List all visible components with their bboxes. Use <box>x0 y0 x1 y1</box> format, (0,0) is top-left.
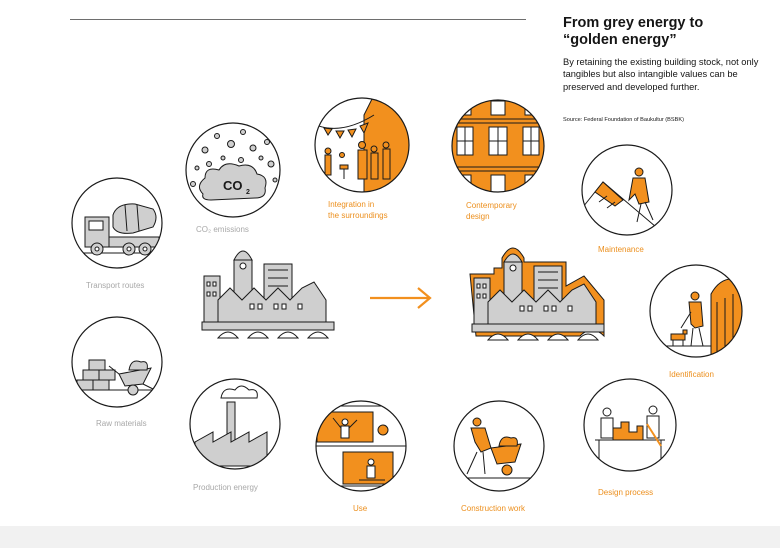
label-use: Use <box>353 504 368 513</box>
wheelbarrow-bricks-icon <box>71 316 163 408</box>
arrow-right-icon <box>370 287 432 309</box>
facade-icon <box>451 99 545 193</box>
diagram-title: From grey energy to “golden energy” <box>563 15 704 48</box>
label-transport-routes: Transport routes <box>86 281 145 290</box>
source-note: Source: Federal Foundation of Baukultur … <box>563 117 684 123</box>
factory-icon <box>189 378 281 470</box>
label-identification: Identification <box>669 370 714 379</box>
label-co2-emissions: CO₂ emissions <box>196 225 249 234</box>
person-dog-icon <box>649 264 743 358</box>
co2-cloud-text: CO <box>223 178 243 193</box>
label-raw-materials: Raw materials <box>96 419 147 428</box>
label-design-process: Design process <box>598 488 654 497</box>
label-integration-line2: the surroundings <box>328 211 388 220</box>
label-maintenance: Maintenance <box>598 245 644 254</box>
gold-city-icon <box>469 247 605 341</box>
label-production-energy: Production energy <box>193 483 258 492</box>
co2-cloud-icon: CO 2 <box>185 122 281 218</box>
label-construction-work: Construction work <box>461 504 526 513</box>
label-contemporary-line2: design <box>466 212 490 221</box>
people-bunting-icon <box>314 97 410 193</box>
co2-cloud-subscript: 2 <box>246 189 250 196</box>
interior-scenes-icon <box>315 400 407 492</box>
architects-model-icon <box>583 378 677 472</box>
label-contemporary-line1: Contemporary <box>466 201 517 210</box>
truck-icon <box>71 177 163 269</box>
label-integration-line1: Integration in <box>328 200 375 209</box>
bottom-bar <box>0 526 780 548</box>
top-rule <box>70 19 526 20</box>
diagram-description: By retaining the existing building stock… <box>563 57 759 92</box>
roofer-icon <box>581 144 673 236</box>
worker-wheelbarrow-icon <box>453 400 545 492</box>
grey-city-icon <box>201 250 335 339</box>
